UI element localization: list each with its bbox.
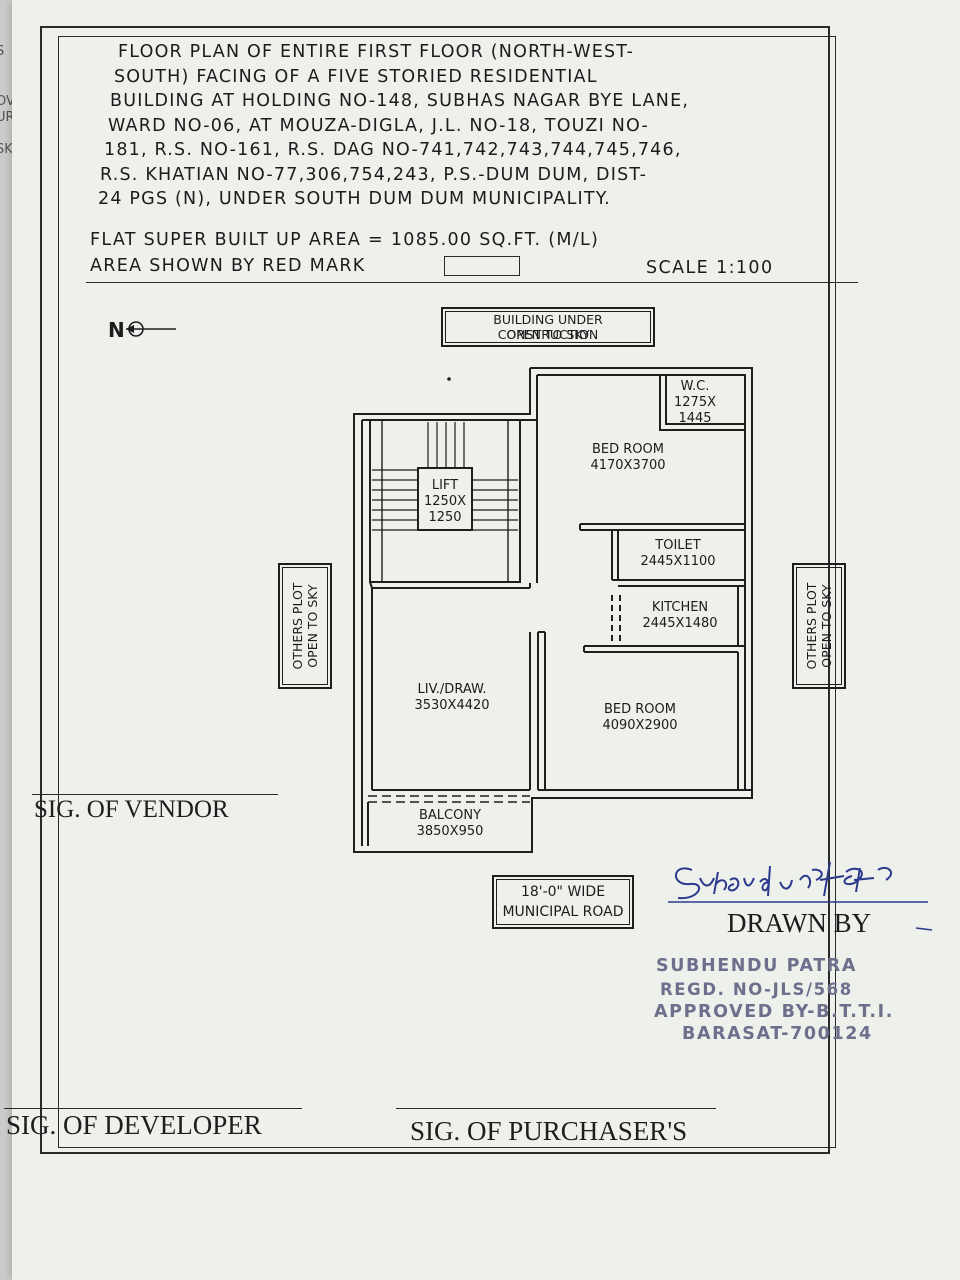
room-kitchen-dim: 2445X1480	[642, 616, 718, 631]
title-line-1: FLOOR PLAN OF ENTIRE FIRST FLOOR (NORTH-…	[118, 42, 635, 62]
room-bed-1: BED ROOM 4170X3700	[578, 442, 678, 474]
red-mark-note: AREA SHOWN BY RED MARK	[90, 256, 366, 276]
signature-scribble	[675, 861, 892, 900]
vendor-signature-label: SIG. OF VENDOR	[34, 796, 229, 823]
drawn-by-label: DRAWN BY	[727, 908, 872, 938]
stamp-name: SUBHENDU PATRA	[656, 956, 857, 976]
room-bed-1-dim: 4170X3700	[590, 458, 666, 473]
purchaser-signature-label: SIG. OF PURCHASER'S	[410, 1116, 688, 1146]
title-block: FLOOR PLAN OF ENTIRE FIRST FLOOR (NORTH-…	[98, 40, 828, 212]
side-fragment-4: SK	[0, 142, 13, 157]
room-bed-1-name: BED ROOM	[592, 442, 664, 457]
room-lift-name: LIFT	[431, 478, 459, 493]
box-inner-border	[282, 567, 328, 685]
inner-border	[58, 36, 836, 1148]
stamp-address: BARASAT-700124	[682, 1024, 873, 1044]
super-built-up-area: FLAT SUPER BUILT UP AREA = 1085.00 SQ.FT…	[90, 230, 600, 250]
room-toilet: TOILET 2445X1100	[628, 538, 728, 570]
room-living-dim: 3530X4420	[414, 698, 490, 713]
stair-treads-top	[427, 422, 465, 468]
purchaser-signature-line	[396, 1108, 716, 1109]
room-balcony-dim: 3850X950	[416, 824, 484, 839]
plan-dot-mark	[447, 377, 451, 381]
developer-signature-line	[4, 1108, 302, 1109]
room-lift-dim-2: 1250	[428, 510, 462, 525]
stair-treads-left	[372, 469, 418, 531]
room-kitchen: KITCHEN 2445X1480	[630, 600, 730, 632]
lift-shaft	[417, 467, 473, 531]
box-inner-border	[496, 879, 630, 925]
side-fragment-2: OV	[0, 94, 15, 109]
box-inner-border	[796, 567, 842, 685]
road-width: 18'-0" WIDE	[520, 884, 606, 900]
signature-tick	[915, 927, 933, 931]
north-label: N	[108, 318, 125, 342]
title-line-6: R.S. KHATIAN NO-77,306,754,243, P.S.-DUM…	[100, 164, 648, 185]
title-line-3: BUILDING AT HOLDING NO-148, SUBHAS NAGAR…	[110, 91, 690, 111]
others-plot-left-box: OTHERS PLOT OPEN TO SKY	[278, 563, 332, 689]
developer-signature-label: SIG. OF DEVELOPER	[6, 1110, 262, 1140]
north-arrow-icon	[126, 321, 176, 337]
room-wc-dim-2: 1445	[678, 411, 712, 426]
wc-wall	[659, 375, 745, 431]
room-toilet-name: TOILET	[655, 538, 701, 553]
outer-border	[40, 26, 830, 1154]
buc-line-2: OPEN TO SKY	[506, 327, 590, 342]
box-inner-border	[445, 311, 651, 343]
building-under-construction-box: BUILDING UNDER CONSTRUCTION OPEN TO SKY	[441, 307, 655, 347]
scale-label: SCALE 1:100	[646, 258, 774, 278]
title-line-2: SOUTH) FACING OF A FIVE STORIED RESIDENT…	[114, 66, 598, 87]
room-lift: LIFT 1250X 1250	[420, 478, 470, 526]
room-living-name: LIV./DRAW.	[417, 682, 487, 697]
room-lift-dim-1: 1250X	[424, 494, 466, 509]
municipal-road-box: 18'-0" WIDE MUNICIPAL ROAD	[492, 875, 634, 929]
stamp-approved: APPROVED BY-B.T.T.I.	[654, 1002, 894, 1022]
buc-line-1: BUILDING UNDER CONSTRUCTION	[493, 312, 603, 342]
room-living: LIV./DRAW. 3530X4420	[400, 682, 504, 714]
vendor-signature-line	[32, 794, 278, 795]
outer-wall-inner-line	[537, 374, 746, 790]
room-bed-2-name: BED ROOM	[604, 702, 676, 717]
side-fragment-3: UR	[0, 110, 15, 125]
side-fragment-1: S	[0, 44, 5, 59]
others-plot-right-box: OTHERS PLOT OPEN TO SKY	[792, 563, 846, 689]
room-kitchen-name: KITCHEN	[651, 600, 709, 615]
stair-treads-right	[472, 479, 518, 531]
room-bed-2: BED ROOM 4090X2900	[590, 702, 690, 734]
title-line-7: 24 PGS (N), UNDER SOUTH DUM DUM MUNICIPA…	[98, 189, 611, 209]
room-wc-name: W.C.	[680, 379, 710, 394]
stamp-regd: REGD. NO-JLS/568	[660, 980, 853, 999]
title-line-5: 181, R.S. NO-161, R.S. DAG NO-741,742,74…	[104, 140, 682, 160]
room-bed-2-dim: 4090X2900	[602, 718, 678, 733]
room-balcony: BALCONY 3850X950	[400, 808, 500, 840]
road-name: MUNICIPAL ROAD	[502, 904, 624, 920]
title-divider	[86, 282, 858, 283]
title-line-4: WARD NO-06, AT MOUZA-DIGLA, J.L. NO-18, …	[108, 115, 649, 136]
document-sheet	[12, 0, 960, 1280]
room-balcony-name: BALCONY	[418, 808, 482, 823]
room-wc-dim-1: 1275X	[674, 395, 716, 410]
outer-wall	[353, 367, 753, 853]
red-mark-legend-box	[444, 256, 520, 276]
room-toilet-dim: 2445X1100	[640, 554, 716, 569]
room-wc: W.C. 1275X 1445	[670, 379, 720, 427]
